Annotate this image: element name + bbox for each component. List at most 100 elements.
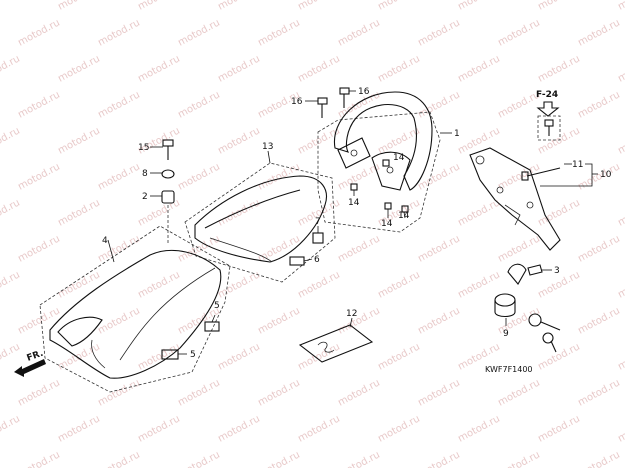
- watermark-text: motod.ru: [0, 0, 22, 13]
- watermark-text: motod.ru: [96, 89, 142, 120]
- watermark-text: motod.ru: [96, 449, 142, 468]
- rubber-2: [161, 190, 175, 204]
- watermark-text: motod.ru: [576, 377, 622, 408]
- watermark-text: motod.ru: [496, 17, 542, 48]
- part-number-9: 9: [503, 329, 509, 339]
- rear-seat-group: [184, 162, 336, 283]
- part-number-12: 12: [346, 309, 357, 319]
- part-number-14-a: 14: [348, 198, 360, 208]
- watermark-text: motod.ru: [496, 161, 542, 192]
- grab-rail-group: [317, 91, 441, 233]
- watermark-text: motod.ru: [296, 0, 342, 13]
- front-seat-group: [39, 225, 231, 393]
- part-number-15: 15: [138, 143, 149, 153]
- watermark-text: motod.ru: [0, 53, 22, 84]
- part-number-3: 3: [554, 266, 560, 276]
- watermark-text: motod.ru: [536, 125, 582, 156]
- part-number-7: 7: [315, 217, 321, 227]
- watermark-text: motod.ru: [176, 377, 222, 408]
- watermark-text: motod.ru: [16, 305, 62, 336]
- watermark-text: motod.ru: [216, 269, 262, 300]
- watermark-text: motod.ru: [256, 377, 302, 408]
- watermark-text: motod.ru: [536, 341, 582, 372]
- watermark-text: motod.ru: [96, 17, 142, 48]
- watermark-text: motod.ru: [416, 161, 462, 192]
- watermark-text: motod.ru: [496, 449, 542, 468]
- watermark-text: motod.ru: [616, 341, 625, 372]
- watermark-text: motod.ru: [96, 161, 142, 192]
- diagram-code: KWF7F1400: [485, 365, 533, 374]
- watermark-text: motod.ru: [16, 161, 62, 192]
- watermark-text: motod.ru: [296, 269, 342, 300]
- watermark-text: motod.ru: [296, 125, 342, 156]
- watermark-text: motod.ru: [176, 449, 222, 468]
- watermark-text: motod.ru: [296, 413, 342, 444]
- watermark-text: motod.ru: [176, 89, 222, 120]
- watermark-text: motod.ru: [376, 53, 422, 84]
- part-number-5-lower: 5: [190, 350, 196, 360]
- watermark-text: motod.ru: [496, 377, 542, 408]
- watermark-text: motod.ru: [376, 341, 422, 372]
- part-number-5-upper: 5: [214, 301, 220, 311]
- watermark-text: motod.ru: [216, 413, 262, 444]
- watermark-text: motod.ru: [16, 449, 62, 468]
- watermark-text: motod.ru: [136, 197, 182, 228]
- watermark-text: motod.ru: [296, 53, 342, 84]
- watermark-text: motod.ru: [0, 413, 22, 444]
- watermark-text: motod.ru: [416, 305, 462, 336]
- watermark-text: motod.ru: [496, 233, 542, 264]
- watermark-text: motod.ru: [136, 0, 182, 13]
- watermark-text: motod.ru: [416, 233, 462, 264]
- watermark-text: motod.ru: [536, 413, 582, 444]
- nut-14-group: [350, 159, 409, 213]
- watermark-text: motod.ru: [456, 197, 502, 228]
- watermark-text: motod.ru: [16, 233, 62, 264]
- watermark-text: motod.ru: [256, 17, 302, 48]
- watermark-text: motod.ru: [0, 125, 22, 156]
- watermark-text: motod.ru: [576, 17, 622, 48]
- watermark-text: motod.ru: [56, 0, 102, 13]
- part-number-1: 1: [454, 129, 460, 139]
- part-number-16-a: 16: [291, 97, 303, 107]
- watermark-text: motod.ru: [416, 377, 462, 408]
- watermark-text: motod.ru: [256, 161, 302, 192]
- watermark-text: motod.ru: [136, 53, 182, 84]
- bolt-16-left: [317, 97, 328, 118]
- watermark-text: motod.ru: [376, 0, 422, 13]
- leader-lines: [107, 90, 598, 355]
- part-number-10: 10: [600, 170, 612, 180]
- watermark-text: motod.ru: [136, 341, 182, 372]
- watermark-text: motod.ru: [216, 125, 262, 156]
- watermark-text: motod.ru: [256, 233, 302, 264]
- part-number-8: 8: [142, 169, 148, 179]
- key-set: [528, 313, 561, 353]
- part-number-4: 4: [102, 236, 108, 246]
- watermark-text: motod.ru: [576, 89, 622, 120]
- bolt-11: [521, 167, 561, 181]
- watermark-text: motod.ru: [56, 53, 102, 84]
- watermark-text: motod.ru: [216, 0, 262, 13]
- part-number-11: 11: [572, 160, 583, 170]
- watermark-text: motod.ru: [616, 413, 625, 444]
- part-number-6: 6: [314, 255, 320, 265]
- part-number-14-b: 14: [398, 211, 410, 221]
- watermark-text: motod.ru: [336, 377, 382, 408]
- watermark-text: motod.ru: [96, 305, 142, 336]
- watermark-text: motod.ru: [336, 233, 382, 264]
- watermark-text: motod.ru: [536, 53, 582, 84]
- watermark-text: motod.ru: [96, 377, 142, 408]
- watermark-text: motod.ru: [56, 413, 102, 444]
- watermark-text: motod.ru: [456, 413, 502, 444]
- collar-8: [161, 169, 175, 179]
- watermark-text: motod.ru: [456, 53, 502, 84]
- watermark-text: motod.ru: [456, 0, 502, 13]
- watermark-text: motod.ru: [336, 449, 382, 468]
- watermark-text: motod.ru: [0, 341, 22, 372]
- watermark-text: motod.ru: [616, 0, 625, 13]
- watermark-text: motod.ru: [136, 413, 182, 444]
- watermark-text: motod.ru: [416, 17, 462, 48]
- watermark-text: motod.ru: [616, 53, 625, 84]
- watermark-text: motod.ru: [0, 269, 22, 300]
- part-number-14-d: 14: [393, 153, 405, 163]
